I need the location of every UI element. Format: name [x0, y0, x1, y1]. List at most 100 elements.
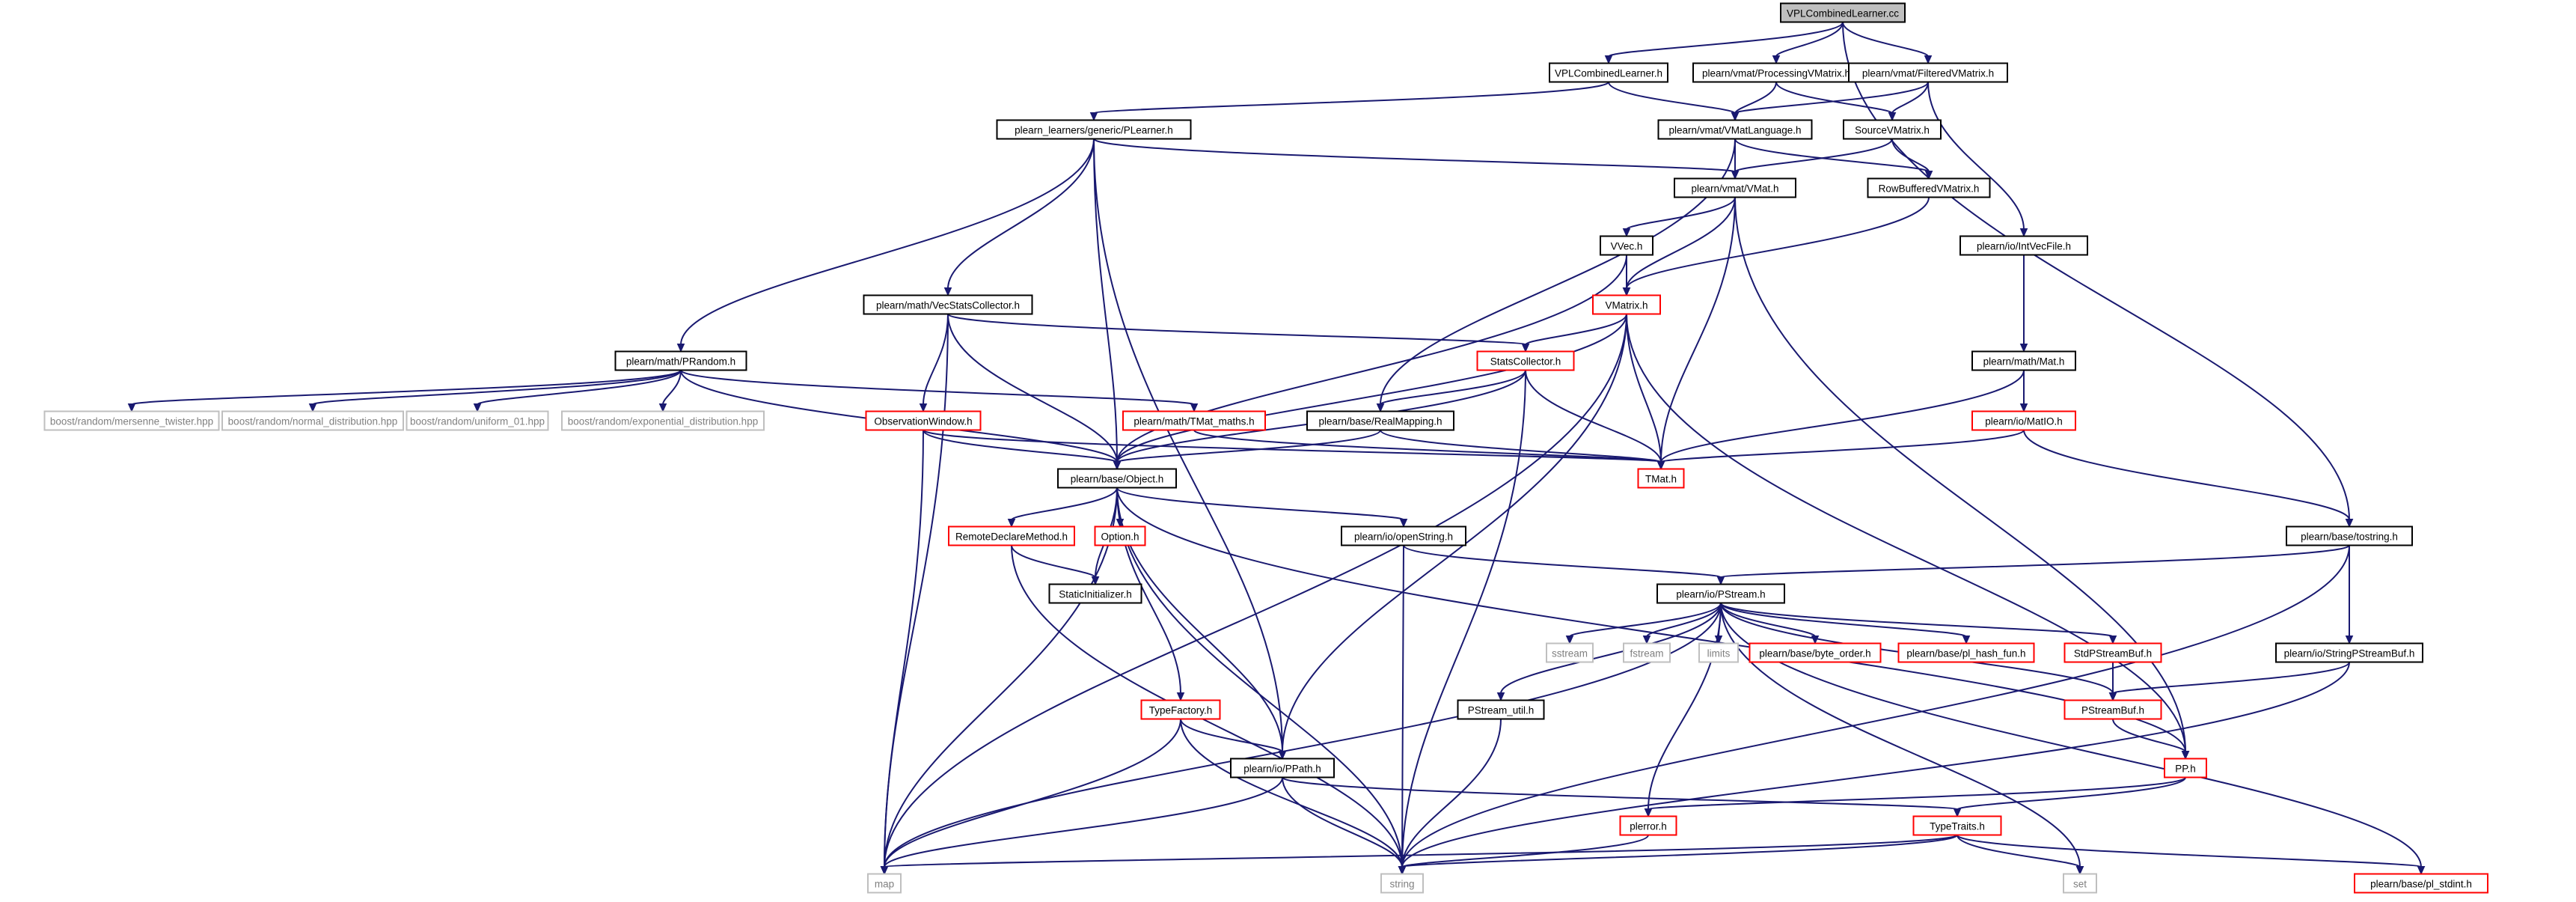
- arrowhead: [127, 403, 136, 412]
- arrowhead: [1399, 519, 1408, 528]
- graph-node-rowbuf[interactable]: RowBufferedVMatrix.h: [1867, 177, 1991, 198]
- graph-node-option[interactable]: Option.h: [1094, 525, 1146, 546]
- edge-n_matio-n_tostring: [2023, 430, 2354, 528]
- graph-node-plstdint[interactable]: plearn/base/pl_stdint.h: [2354, 873, 2488, 894]
- arrowhead: [1644, 808, 1653, 817]
- node-label: SourceVMatrix.h: [1855, 125, 1930, 136]
- graph-node-pstream[interactable]: plearn/io/PStream.h: [1656, 583, 1785, 604]
- graph-node-byteorder[interactable]: plearn/base/byte_order.h: [1749, 642, 1882, 663]
- graph-node-realmap[interactable]: plearn/base/RealMapping.h: [1306, 410, 1454, 431]
- arrowhead: [1190, 403, 1199, 412]
- edge-n_pstream-n_plerror: [1644, 603, 1722, 817]
- arrowhead: [2108, 692, 2117, 701]
- graph-node-filtvm[interactable]: plearn/vmat/FilteredVMatrix.h: [1848, 62, 2008, 83]
- graph-node-vmatlang[interactable]: plearn/vmat/VMatLanguage.h: [1657, 119, 1813, 140]
- arrowhead: [2019, 344, 2028, 353]
- arrowhead: [1496, 692, 1505, 701]
- edge-n_vplh-n_vmatlang: [1608, 82, 1740, 121]
- edge-n_matio-n_tmat: [1656, 429, 2025, 470]
- graph-node-normdist: boost/random/normal_distribution.hpp: [221, 410, 404, 431]
- graph-node-psbuf[interactable]: PStreamBuf.h: [2063, 699, 2162, 720]
- node-label: boost/random/uniform_01.hpp: [410, 416, 545, 427]
- graph-node-vplh[interactable]: VPLCombinedLearner.h: [1549, 62, 1668, 83]
- arrowhead: [1113, 461, 1122, 470]
- graph-node-stats[interactable]: StatsCollector.h: [1476, 350, 1575, 371]
- node-box: [1637, 468, 1685, 489]
- arrowhead: [658, 403, 667, 412]
- node-label: TMat.h: [1645, 474, 1677, 485]
- edge-n_vmat-n_vvec: [1622, 197, 1736, 237]
- node-box: [996, 119, 1192, 140]
- edge-n_filtvm-n_vmatlang: [1731, 82, 1929, 121]
- graph-node-psutil[interactable]: PStream_util.h: [1457, 699, 1545, 720]
- edge-n_vmat-n_pp: [1734, 197, 2190, 760]
- node-label: boost/random/normal_distribution.hpp: [228, 416, 398, 427]
- graph-node-vmatrix[interactable]: VMatrix.h: [1592, 294, 1661, 315]
- graph-node-pp[interactable]: PP.h: [2164, 758, 2207, 778]
- node-box: [2275, 642, 2423, 663]
- edge-n_srcvm-n_vmat: [1731, 138, 1893, 180]
- arrowhead: [1007, 519, 1016, 528]
- graph-node-hashfun[interactable]: plearn/base/pl_hash_fun.h: [1897, 642, 2035, 663]
- node-label: plearn/io/PStream.h: [1676, 589, 1765, 600]
- graph-node-typetraits[interactable]: TypeTraits.h: [1912, 815, 2002, 836]
- graph-node-tmatmaths[interactable]: plearn/math/TMat_maths.h: [1122, 410, 1266, 431]
- edge-n_tostring-n_pstream: [1716, 544, 2350, 585]
- edge-n_plearner-n_prandom: [676, 138, 1095, 353]
- arrowhead: [1656, 461, 1665, 470]
- edge-n_mathmat-n_matio: [2019, 370, 2028, 412]
- graph-node-remote[interactable]: RemoteDeclareMethod.h: [948, 525, 1075, 546]
- graph-node-root[interactable]: VPLCombinedLearner.cc: [1780, 2, 1906, 23]
- edge-n_pstream-n_hashfun: [1720, 603, 1971, 644]
- node-box: [1971, 410, 2076, 431]
- edge-n_ppath-n_string: [1282, 777, 1407, 875]
- graph-node-mathmat[interactable]: plearn/math/Mat.h: [1971, 350, 2076, 371]
- graph-node-object[interactable]: plearn/base/Object.h: [1057, 468, 1177, 489]
- graph-node-plerror[interactable]: plerror.h: [1619, 815, 1677, 836]
- graph-node-obswin[interactable]: ObservationWindow.h: [865, 410, 982, 431]
- edge-n_pp-n_typetraits: [1953, 776, 2186, 817]
- graph-node-stdpsb[interactable]: StdPStreamBuf.h: [2063, 642, 2162, 663]
- node-label: VPLCombinedLearner.cc: [1787, 8, 1899, 19]
- graph-node-matio[interactable]: plearn/io/MatIO.h: [1971, 410, 2076, 431]
- node-label: PStreamBuf.h: [2081, 705, 2144, 716]
- graph-node-ppath[interactable]: plearn/io/PPath.h: [1230, 758, 1335, 778]
- graph-node-fstream: fstream: [1623, 642, 1671, 663]
- arrowhead: [1772, 55, 1781, 64]
- node-label: boost/random/exponential_distribution.hp…: [568, 416, 758, 427]
- node-box: [406, 410, 549, 431]
- edge-n_tostring-n_strpsb: [2345, 545, 2354, 644]
- edge-n_stats-n_tmat: [1525, 370, 1665, 470]
- node-box: [1674, 177, 1796, 198]
- edge-n_procvm-n_vmatlang: [1731, 82, 1777, 121]
- graph-node-typefac[interactable]: TypeFactory.h: [1140, 699, 1221, 720]
- graph-node-procvm[interactable]: plearn/vmat/ProcessingVMatrix.h: [1692, 62, 1860, 83]
- graph-node-sstream: sstream: [1546, 642, 1594, 663]
- edge-n_pstream-n_map: [880, 603, 1722, 875]
- node-label: VPLCombinedLearner.h: [1555, 68, 1662, 79]
- graph-node-openstr[interactable]: plearn/io/openString.h: [1341, 525, 1466, 546]
- node-label: TypeFactory.h: [1149, 705, 1213, 716]
- node-layer: VPLCombinedLearner.ccVPLCombinedLearner.…: [43, 2, 2488, 894]
- node-box: [614, 350, 747, 371]
- graph-node-vecstats[interactable]: plearn/math/VecStatsCollector.h: [863, 294, 1033, 315]
- graph-node-srcvm[interactable]: SourceVMatrix.h: [1843, 119, 1942, 140]
- graph-node-intvec[interactable]: plearn/io/IntVecFile.h: [1959, 235, 2088, 256]
- node-label: Option.h: [1101, 531, 1139, 543]
- graph-node-plearner[interactable]: plearn_learners/generic/PLearner.h: [996, 119, 1192, 140]
- graph-node-vvec[interactable]: VVec.h: [1600, 235, 1653, 256]
- graph-node-tostring[interactable]: plearn/base/tostring.h: [2286, 525, 2413, 546]
- node-box: [1546, 642, 1594, 663]
- node-label: plearn/math/VecStatsCollector.h: [876, 300, 1020, 311]
- node-box: [2354, 873, 2488, 894]
- graph-node-tmat[interactable]: TMat.h: [1637, 468, 1685, 489]
- graph-node-prandom[interactable]: plearn/math/PRandom.h: [614, 350, 747, 371]
- edge-n_filtvm-n_srcvm: [1888, 82, 1929, 121]
- node-box: [2063, 873, 2097, 894]
- graph-node-vmat[interactable]: plearn/vmat/VMat.h: [1674, 177, 1796, 198]
- graph-node-strpsb[interactable]: plearn/io/StringPStreamBuf.h: [2275, 642, 2423, 663]
- graph-node-staticinit[interactable]: StaticInitializer.h: [1048, 583, 1142, 604]
- arrowhead: [1565, 636, 1574, 644]
- arrowhead: [1398, 866, 1407, 875]
- node-box: [1971, 350, 2076, 371]
